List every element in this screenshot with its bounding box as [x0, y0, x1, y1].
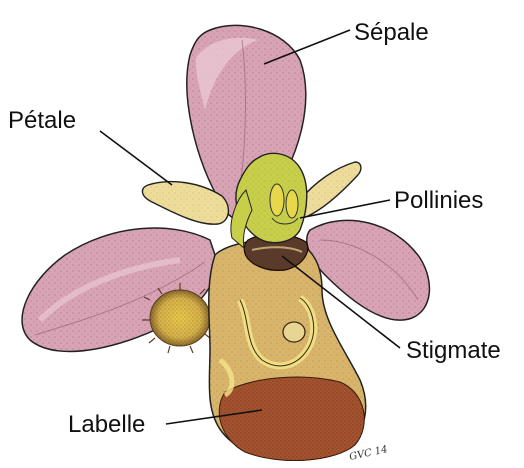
- artist-signature: GVC 14: [348, 444, 388, 463]
- label-stigmate: Stigmate: [406, 337, 501, 364]
- leader-petale: [100, 131, 172, 185]
- right-sepal: [307, 220, 430, 320]
- label-sepale: Sépale: [354, 19, 429, 46]
- label-labelle: Labelle: [68, 411, 145, 438]
- label-petale: Pétale: [8, 107, 76, 134]
- label-pollinies: Pollinies: [394, 187, 483, 214]
